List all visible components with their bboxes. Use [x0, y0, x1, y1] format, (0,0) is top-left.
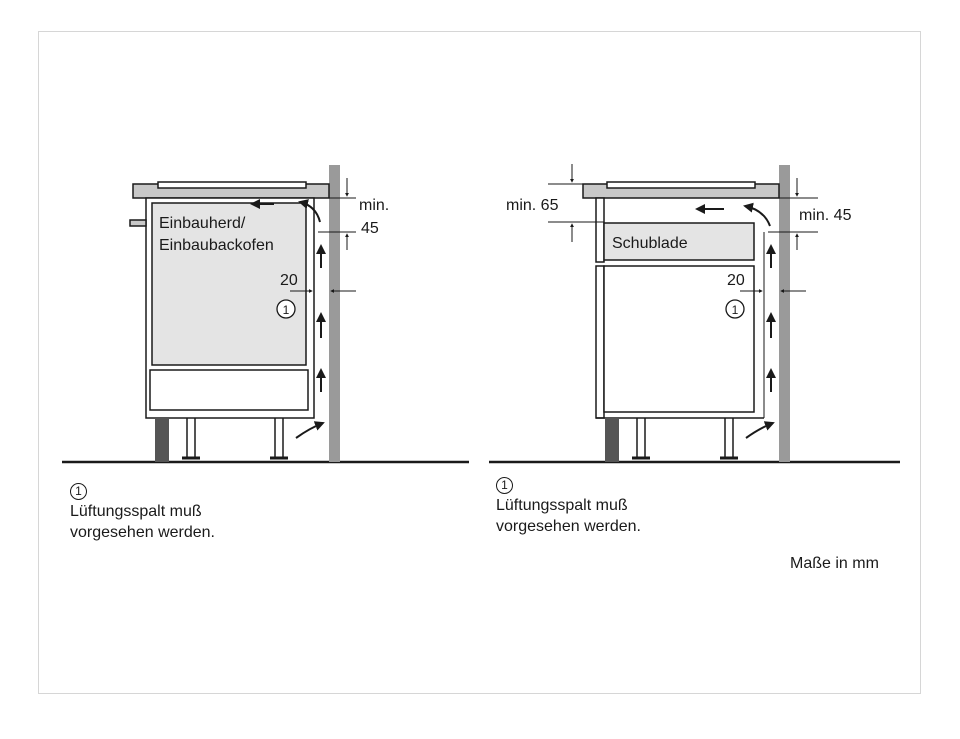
airflow-curve-arrow — [298, 199, 321, 223]
right-airflow-arrows — [695, 202, 776, 439]
drawer — [603, 222, 755, 261]
svg-text:1: 1 — [732, 303, 739, 317]
callout-marker: 1 — [725, 299, 745, 319]
right-drawing — [489, 165, 900, 464]
drawing-frame — [38, 31, 921, 694]
appliance-label: Einbauherd/ — [159, 215, 246, 232]
callout-marker: 1 — [276, 299, 296, 319]
note-line: Lüftungsspalt muß — [496, 497, 628, 514]
drawer-label: Schublade — [612, 235, 688, 252]
left-airflow-arrows — [250, 199, 326, 439]
top-gap-label: 45 — [361, 220, 379, 237]
side-gap-label: 20 — [727, 272, 745, 289]
airflow-inlet-arrow — [745, 421, 775, 439]
plinth — [155, 418, 169, 462]
side-gap-label: 20 — [280, 272, 298, 289]
airflow-curve-arrow — [743, 202, 771, 227]
left-dimensions — [290, 178, 356, 293]
units-note: Maße in mm — [790, 555, 879, 572]
oven — [151, 202, 307, 366]
svg-text:1: 1 — [283, 303, 290, 317]
note-line: Lüftungsspalt muß — [70, 503, 202, 520]
oven-handle — [129, 219, 147, 227]
note-line: vorgesehen werden. — [70, 524, 215, 541]
right-note: 1 Lüftungsspalt muß vorgesehen werden. — [496, 474, 641, 537]
cabinet-side — [595, 265, 605, 419]
left-drawing — [62, 165, 469, 464]
cabinet — [603, 265, 755, 413]
note-line: vorgesehen werden. — [496, 518, 641, 535]
top-gap-label: min. — [359, 197, 389, 214]
callout-marker: 1 — [70, 483, 87, 500]
hob — [606, 181, 756, 189]
wall — [329, 165, 340, 462]
callout-marker: 1 — [496, 477, 513, 494]
hob — [157, 181, 307, 189]
front-gap-label: min. 65 — [506, 197, 559, 214]
airflow-inlet-arrow — [295, 421, 325, 439]
appliance-label: Einbaubackofen — [159, 237, 274, 254]
plinth — [605, 418, 619, 462]
right-dimensions — [548, 164, 818, 293]
top-gap-label: min. 45 — [799, 207, 852, 224]
lower-panel — [149, 369, 309, 411]
wall — [779, 165, 790, 462]
drawer-front — [595, 197, 605, 263]
left-note: 1 Lüftungsspalt muß vorgesehen werden. — [70, 480, 215, 543]
